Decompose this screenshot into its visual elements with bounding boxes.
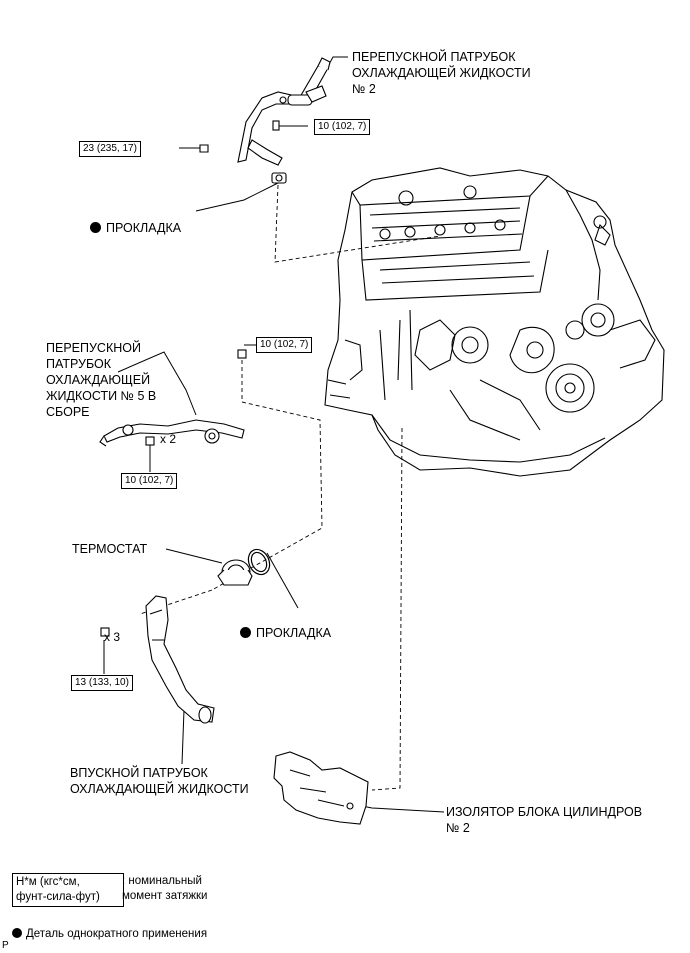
thermostat-illustration	[217, 559, 253, 586]
engine-block-illustration	[324, 167, 665, 477]
gasket-bottom-label: ПРОКЛАДКА	[240, 609, 331, 641]
quantity-x3: x 3	[104, 630, 121, 644]
gasket-top-label: ПРОКЛАДКА	[90, 204, 181, 236]
torque-box-10-middle: 10 (102, 7)	[256, 337, 313, 353]
bypass-pipe-5-illustration	[99, 349, 247, 447]
legend-unit-box: Н*м (кгс*см, фунт-сила-фут)	[12, 873, 124, 907]
thermostat-label: ТЕРМОСТАТ	[72, 542, 148, 556]
corner-mark: P	[2, 940, 9, 951]
torque-box-10-lower: 10 (102, 7)	[121, 473, 178, 489]
single-use-dot-icon	[240, 627, 251, 638]
legend-single-use: Деталь однократного применения	[12, 912, 207, 942]
inlet-pipe-label: ВПУСКНОЙ ПАТРУБОК ОХЛАЖДАЮЩЕЙ ЖИДКОСТИ	[70, 766, 249, 796]
gasket-ring-illustration	[247, 548, 271, 576]
insulator-label: ИЗОЛЯТОР БЛОКА ЦИЛИНДРОВ № 2	[446, 805, 643, 835]
quantity-x2: x 2	[160, 432, 177, 446]
single-use-dot-icon	[12, 928, 22, 938]
bypass-pipe-2-label: ПЕРЕПУСКНОЙ ПАТРУБОК ОХЛАЖДАЮЩЕЙ ЖИДКОСТ…	[352, 50, 531, 96]
torque-box-10-top: 10 (102, 7)	[314, 119, 371, 135]
torque-box-13: 13 (133, 10)	[71, 675, 133, 691]
bypass-pipe-2-illustration	[199, 57, 331, 184]
single-use-dot-icon	[90, 222, 101, 233]
insulator-illustration	[273, 751, 369, 825]
gasket-top-text: ПРОКЛАДКА	[106, 221, 182, 235]
legend-unit-description: : номинальный момент затяжки	[122, 875, 208, 902]
torque-box-23: 23 (235, 17)	[79, 141, 141, 157]
inlet-pipe-illustration	[100, 595, 215, 724]
gasket-bottom-text: ПРОКЛАДКА	[256, 626, 332, 640]
legend-single-use-text: Деталь однократного применения	[26, 928, 208, 940]
bypass-pipe-5-label: ПЕРЕПУСКНОЙ ПАТРУБОК ОХЛАЖДАЮЩЕЙ ЖИДКОСТ…	[46, 341, 157, 419]
